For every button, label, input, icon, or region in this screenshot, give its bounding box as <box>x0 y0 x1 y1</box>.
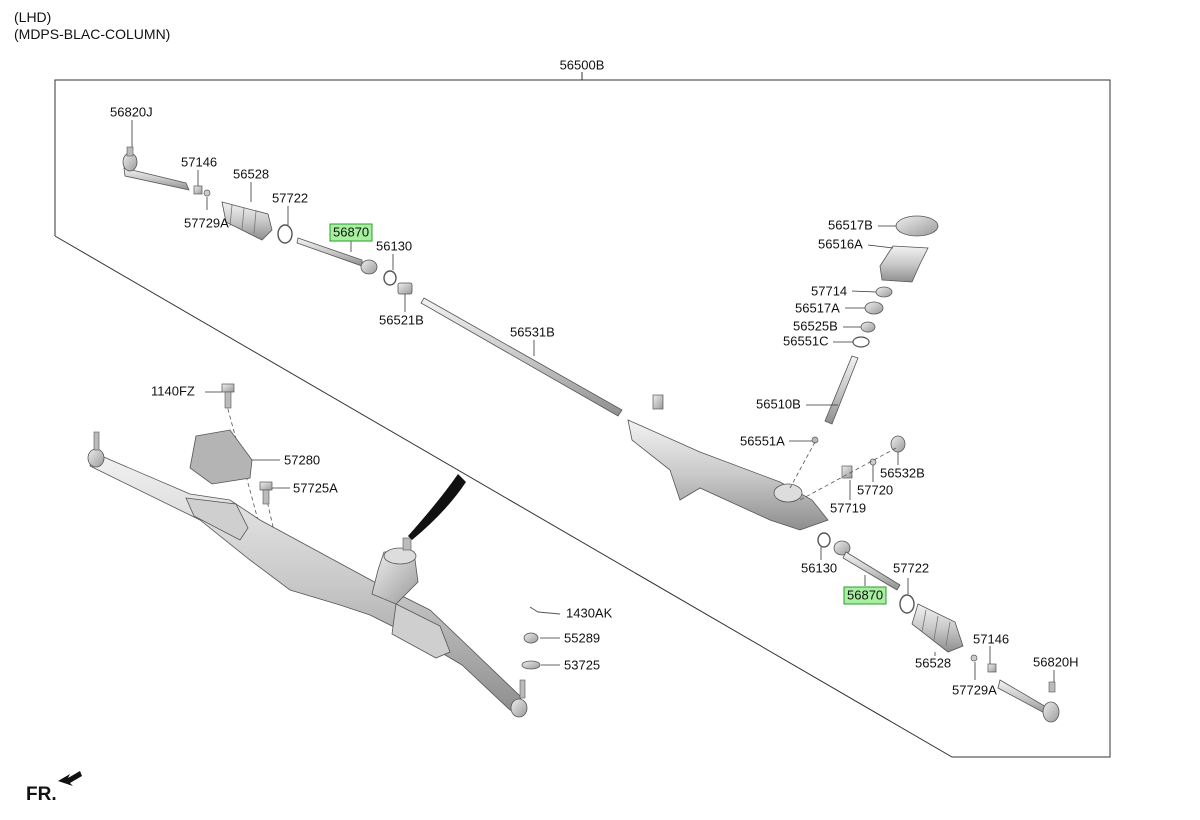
cover-56516a[interactable] <box>879 245 929 283</box>
part-label[interactable]: 56820J <box>110 104 153 119</box>
tie-rod-end-right[interactable] <box>997 679 1060 723</box>
pinion-shaft-56510b[interactable] <box>824 355 859 425</box>
part-label[interactable]: 57725A <box>293 480 338 495</box>
clamp-57722-left[interactable] <box>277 224 293 244</box>
part-label[interactable]: 56820H <box>1033 654 1079 669</box>
rack-bar[interactable] <box>420 297 623 417</box>
part-label[interactable]: 56870 <box>333 224 369 239</box>
part-label[interactable]: 56517A <box>795 300 840 315</box>
bolt-1140fz[interactable] <box>221 383 235 409</box>
front-direction-arrow-icon <box>58 771 82 786</box>
clip-57729a[interactable] <box>203 189 211 197</box>
inner-tie-rod-right[interactable] <box>833 540 901 591</box>
part-label[interactable]: 57719 <box>830 500 866 515</box>
clamp-57722-right[interactable] <box>899 594 915 614</box>
plug-56551a[interactable] <box>811 436 819 444</box>
seal-56525b[interactable] <box>860 321 876 333</box>
part-label[interactable]: 57146 <box>973 631 1009 646</box>
part-label[interactable]: 57729A <box>184 215 229 230</box>
assembly-frame <box>54 72 1111 758</box>
nut-55289[interactable] <box>523 632 539 644</box>
part-label[interactable]: 56517B <box>828 217 873 232</box>
assembled-steering-gear[interactable] <box>87 431 528 718</box>
highlight-box <box>329 223 373 242</box>
clip-1430ak[interactable] <box>529 606 561 615</box>
highlight-box <box>843 586 887 605</box>
header-variant: (MDPS-BLAC-COLUMN) <box>14 26 171 42</box>
part-label[interactable]: 56531B <box>510 324 555 339</box>
lock-nut-57146-right[interactable] <box>987 663 997 673</box>
ring-56130-right[interactable] <box>817 532 831 548</box>
part-label[interactable]: 56532B <box>880 465 925 480</box>
bushing-56521b[interactable] <box>397 282 413 295</box>
part-label[interactable]: 1140FZ <box>151 383 195 398</box>
part-label[interactable]: 57720 <box>857 482 893 497</box>
part-label[interactable]: 56130 <box>376 238 412 253</box>
bearing-56517a[interactable] <box>864 301 884 315</box>
bolt-57725a[interactable] <box>259 481 273 505</box>
part-label[interactable]: 56528 <box>915 655 951 670</box>
clip-57729a-right[interactable] <box>970 654 978 662</box>
part-label[interactable]: 57714 <box>811 283 847 298</box>
part-label[interactable]: 56516A <box>818 236 863 251</box>
ring-57714[interactable] <box>875 286 893 298</box>
detail-pointer <box>408 474 466 540</box>
cap-56517b[interactable] <box>895 215 939 237</box>
part-label[interactable]: 57146 <box>181 154 217 169</box>
washer-53725[interactable] <box>521 660 541 670</box>
tie-rod-end-left[interactable] <box>122 146 190 191</box>
leader-lines <box>131 120 1055 682</box>
part-label[interactable]: 56525B <box>793 318 838 333</box>
part-label[interactable]: 57722 <box>893 560 929 575</box>
part-label[interactable]: 56521B <box>379 312 424 327</box>
boot-right[interactable] <box>911 603 964 653</box>
part-label[interactable]: 56551C <box>783 333 829 348</box>
rack-housing-exploded[interactable] <box>627 394 829 531</box>
inner-tie-rod-left[interactable] <box>296 237 378 275</box>
dashed-guides <box>225 401 897 576</box>
header-lhd: (LHD) <box>14 9 52 25</box>
part-label[interactable]: 55289 <box>564 630 600 645</box>
front-direction-label: FR. <box>26 784 57 805</box>
ring-56130-left[interactable] <box>383 270 397 286</box>
part-label[interactable]: 57722 <box>272 190 308 205</box>
ring-56551c[interactable] <box>852 336 870 348</box>
part-label[interactable]: 56130 <box>801 560 837 575</box>
part-label[interactable]: 56551A <box>740 433 785 448</box>
assembly-label: 56500B <box>560 57 605 72</box>
part-label[interactable]: 1430AK <box>566 605 613 620</box>
boot-left[interactable] <box>221 201 273 241</box>
part-labels: 56820J 57146 56528 57729A 57722 56870 56… <box>110 104 1079 697</box>
lock-nut-57146[interactable] <box>193 185 203 195</box>
part-label[interactable]: 56870 <box>847 587 883 602</box>
part-label[interactable]: 57729A <box>952 682 997 697</box>
part-label[interactable]: 57280 <box>284 452 320 467</box>
heat-protector-57280[interactable] <box>189 429 253 485</box>
part-label[interactable]: 56528 <box>233 166 269 181</box>
part-label[interactable]: 56510B <box>756 396 801 411</box>
part-label[interactable]: 53725 <box>564 657 600 672</box>
